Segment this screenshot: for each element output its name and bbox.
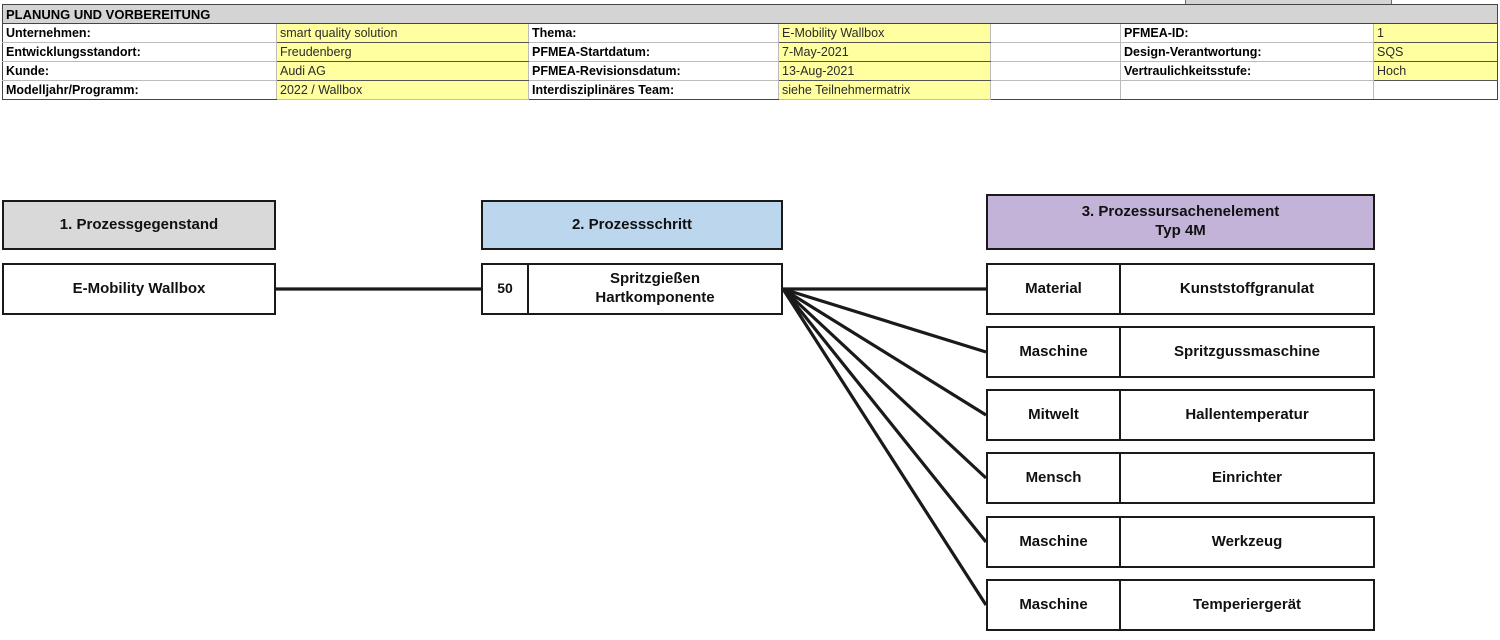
field-label-pfmea-startdatum: PFMEA-Startdatum: [528, 42, 779, 62]
node-4m-type-2: Mitwelt [988, 391, 1121, 439]
node-4m-name-3: Einrichter [1211, 468, 1283, 486]
field-value-empty[interactable] [1372, 80, 1499, 100]
spacer-cell-3 [990, 80, 1121, 100]
node-4m-element-1[interactable]: Maschine Spritzgussmaschine [986, 326, 1375, 378]
node-4m-type-1: Maschine [988, 328, 1121, 376]
caption-prozessursachenelement: 3. Prozessursachenelement Typ 4M [986, 194, 1375, 250]
field-label-design-verantwortung: Design-Verantwortung: [1120, 42, 1374, 62]
field-label-pfmea-revisionsdatum: PFMEA-Revisionsdatum: [528, 61, 779, 81]
node-4m-type-0: Material [988, 265, 1121, 313]
node-4m-name-0: Kunststoffgranulat [1179, 279, 1315, 297]
field-value-pfmea-startdatum[interactable]: 7-May-2021 [778, 42, 991, 62]
caption-prozessursachenelement-line2: Typ 4M [1155, 222, 1206, 239]
connector-step-to-m1 [782, 287, 987, 354]
node-4m-type-4: Maschine [988, 518, 1121, 566]
field-value-thema[interactable]: E-Mobility Wallbox [778, 23, 991, 43]
node-4m-element-5[interactable]: Maschine Temperiergerät [986, 579, 1375, 631]
spacer-cell-1 [990, 42, 1121, 62]
planning-header-table: PLANUNG UND VORBEREITUNG Unternehmen: sm… [1, 4, 1499, 100]
field-label-empty [1120, 80, 1374, 100]
field-value-modelljahr[interactable]: 2022 / Wallbox [276, 80, 529, 100]
table-row: Unternehmen: smart quality solution Them… [2, 23, 1499, 43]
table-row: Kunde: Audi AG PFMEA-Revisionsdatum: 13-… [2, 61, 1499, 81]
table-row: Entwicklungsstandort: Freudenberg PFMEA-… [2, 42, 1499, 62]
field-value-entwicklungsstandort[interactable]: Freudenberg [276, 42, 529, 62]
node-4m-element-0[interactable]: Material Kunststoffgranulat [986, 263, 1375, 315]
spacer-cell-0 [990, 23, 1121, 43]
field-value-kunde[interactable]: Audi AG [276, 61, 529, 81]
connector-step-to-m4 [781, 287, 988, 544]
caption-prozessschritt: 2. Prozessschritt [481, 200, 783, 250]
spacer-cell-2 [990, 61, 1121, 81]
caption-prozessgegenstand: 1. Prozessgegenstand [2, 200, 276, 250]
field-label-modelljahr: Modelljahr/Programm: [2, 80, 277, 100]
node-4m-element-3[interactable]: Mensch Einrichter [986, 452, 1375, 504]
field-label-kunde: Kunde: [2, 61, 277, 81]
connector-step-to-m3 [781, 287, 988, 480]
field-value-design-verantwortung[interactable]: SQS [1372, 42, 1499, 62]
node-4m-type-5: Maschine [988, 581, 1121, 629]
field-value-unternehmen[interactable]: smart quality solution [276, 23, 529, 43]
node-prozessschritt-label-line1: Spritzgießen [609, 270, 700, 288]
node-prozessschritt-label-line2: Hartkomponente [595, 289, 715, 306]
node-4m-type-3: Mensch [988, 454, 1121, 502]
node-prozessgegenstand-label: E-Mobility Wallbox [72, 279, 206, 297]
node-4m-name-4: Werkzeug [1211, 532, 1283, 550]
caption-prozessursachenelement-line1: 3. Prozessursachenelement [1081, 203, 1280, 221]
node-prozessgegenstand[interactable]: E-Mobility Wallbox [2, 263, 276, 315]
connector-step-to-m2 [782, 287, 987, 417]
field-label-thema: Thema: [528, 23, 779, 43]
field-label-unternehmen: Unternehmen: [2, 23, 277, 43]
field-label-pfmea-id: PFMEA-ID: [1120, 23, 1374, 43]
field-value-vertraulichkeitsstufe[interactable]: Hoch [1372, 61, 1499, 81]
connector-step-to-m5 [781, 288, 988, 606]
field-label-team: Interdisziplinäres Team: [528, 80, 779, 100]
field-label-vertraulichkeitsstufe: Vertraulichkeitsstufe: [1120, 61, 1374, 81]
field-value-team[interactable]: siehe Teilnehmermatrix [778, 80, 991, 100]
node-4m-name-5: Temperiergerät [1192, 595, 1302, 613]
node-4m-element-2[interactable]: Mitwelt Hallentemperatur [986, 389, 1375, 441]
node-prozessschritt[interactable]: 50 Spritzgießen Hartkomponente [481, 263, 783, 315]
node-4m-name-2: Hallentemperatur [1185, 405, 1309, 423]
node-4m-element-4[interactable]: Maschine Werkzeug [986, 516, 1375, 568]
node-prozessschritt-label: Spritzgießen Hartkomponente [529, 265, 781, 313]
field-value-pfmea-revisionsdatum[interactable]: 13-Aug-2021 [778, 61, 991, 81]
field-label-entwicklungsstandort: Entwicklungsstandort: [2, 42, 277, 62]
table-row: Modelljahr/Programm: 2022 / Wallbox Inte… [2, 80, 1499, 100]
node-prozessschritt-number: 50 [483, 265, 529, 313]
field-value-pfmea-id[interactable]: 1 [1372, 23, 1499, 43]
planning-band-title: PLANUNG UND VORBEREITUNG [1, 4, 1499, 24]
node-4m-name-1: Spritzgussmaschine [1174, 342, 1320, 360]
table-band-row: PLANUNG UND VORBEREITUNG [1, 4, 1499, 24]
